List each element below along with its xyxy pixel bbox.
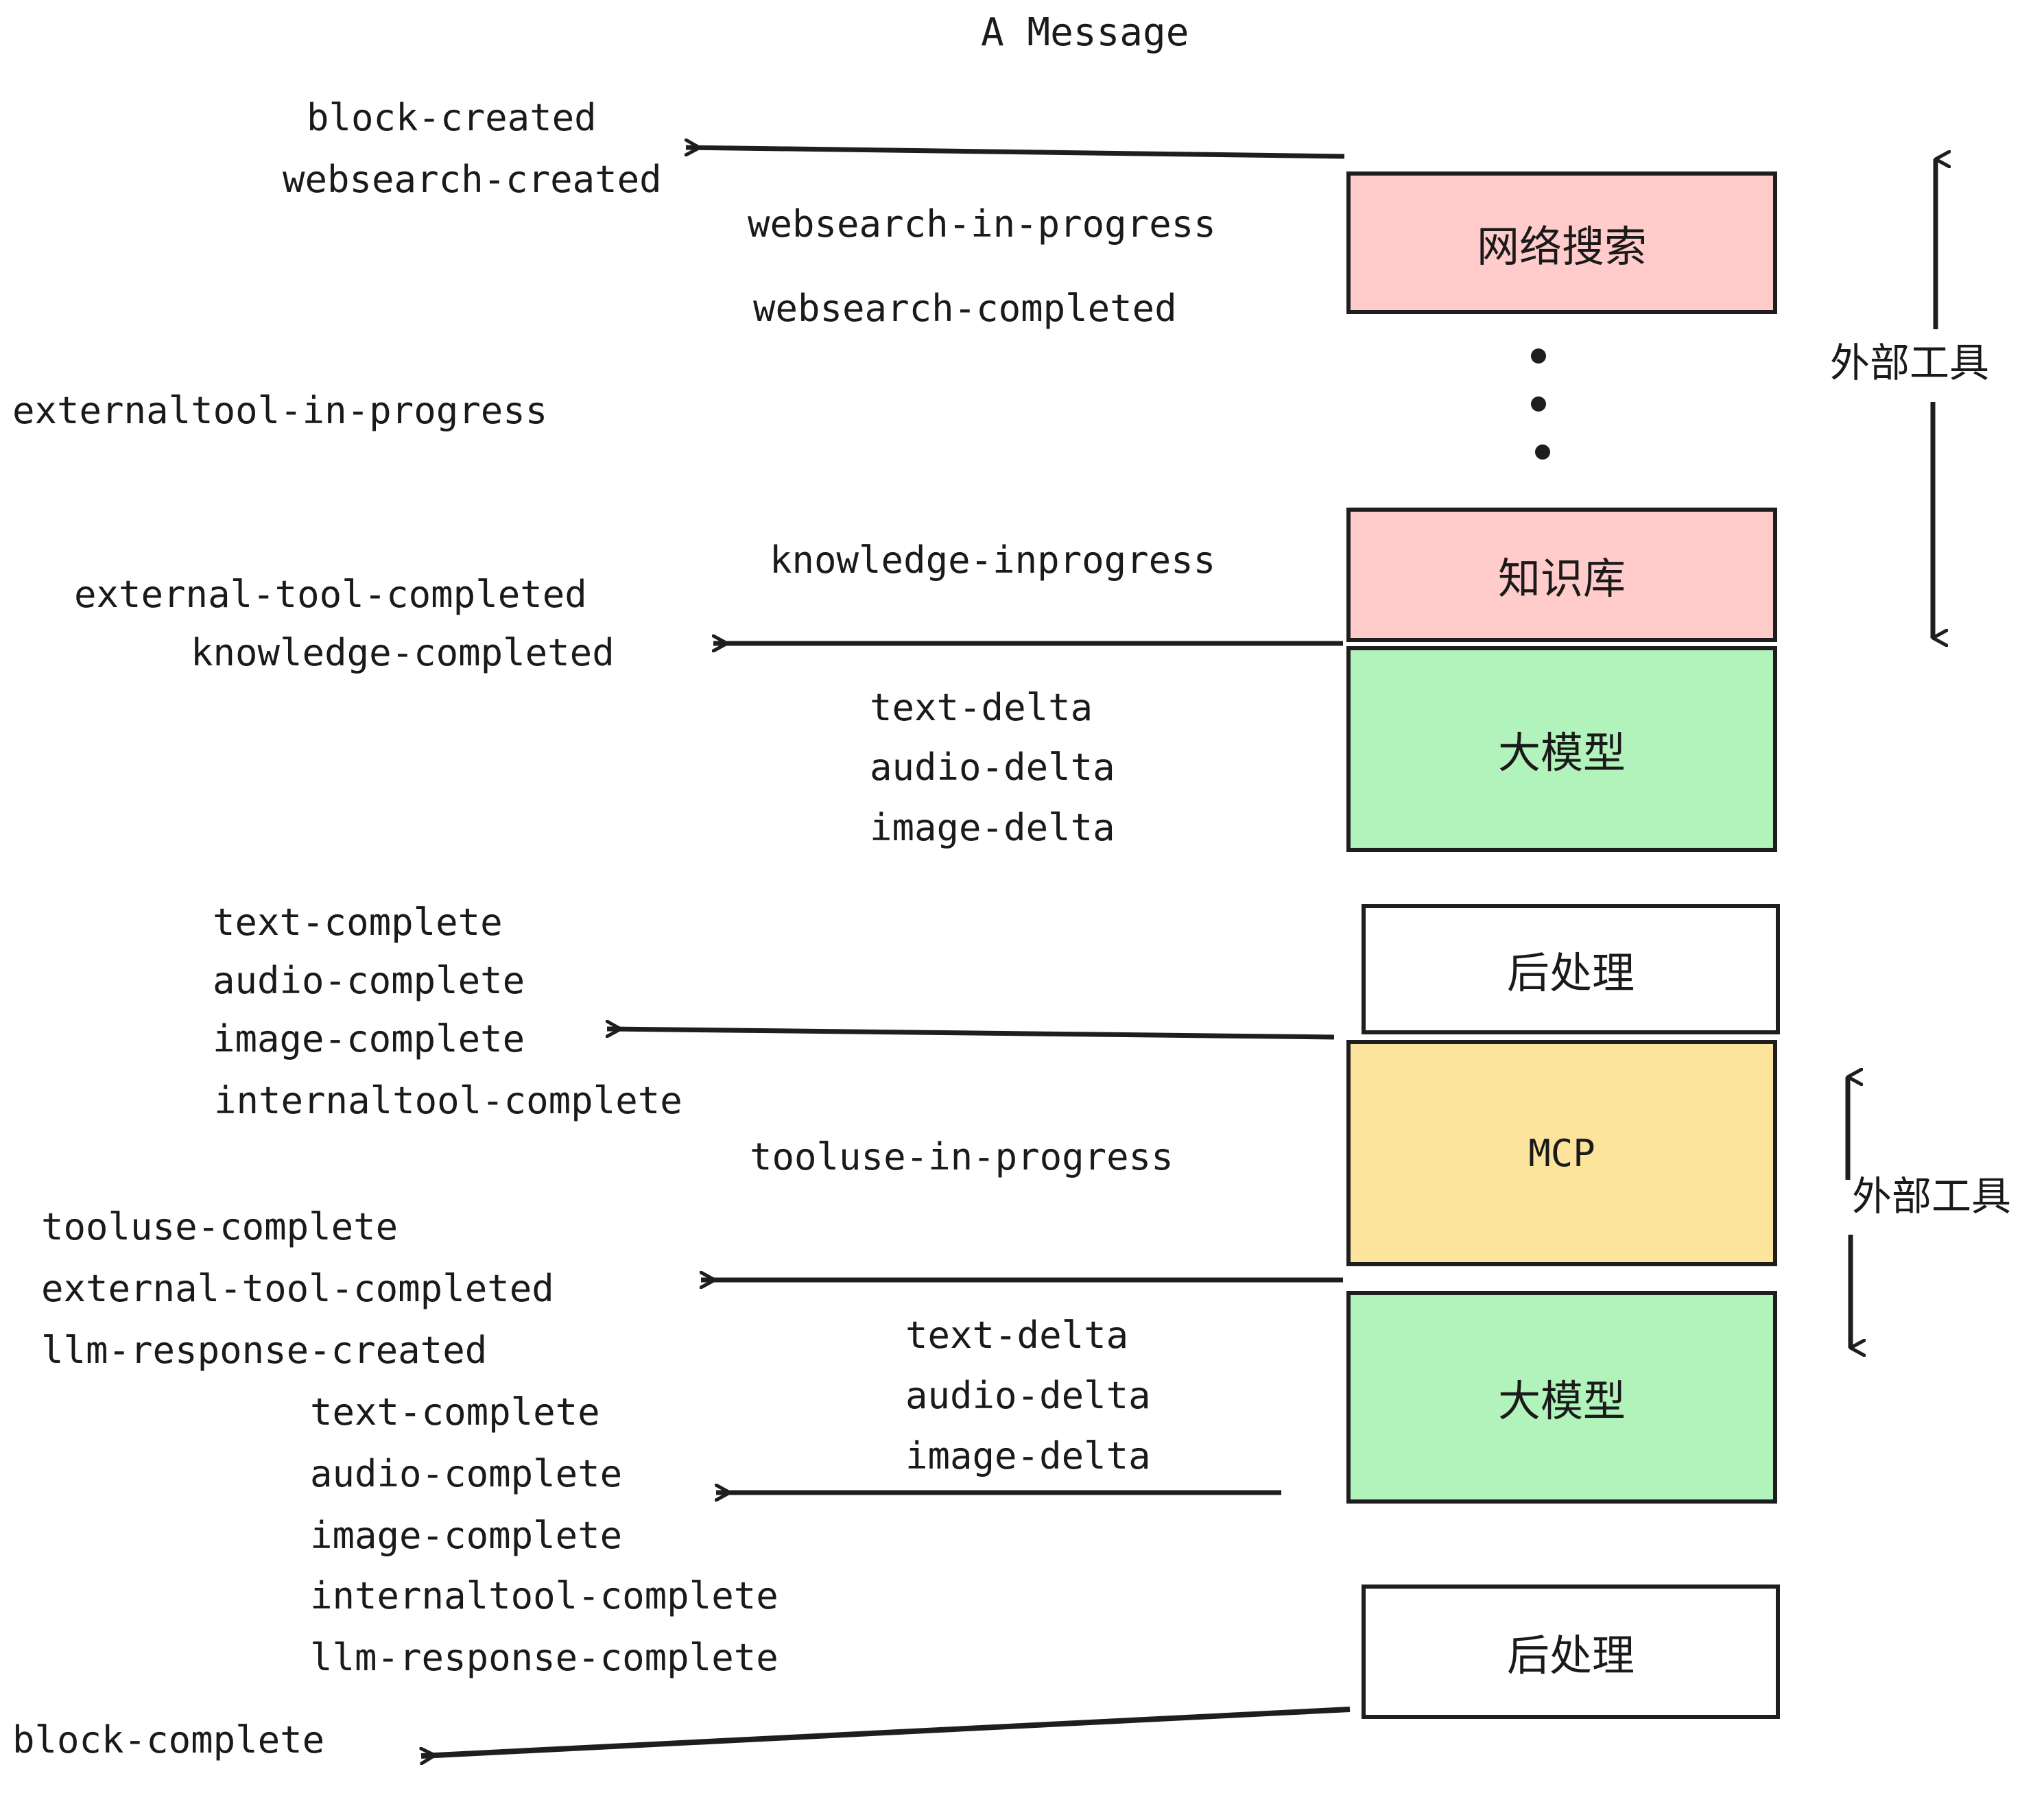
arrow-image-complete bbox=[607, 1029, 1335, 1040]
event-text-complete-2: text-complete bbox=[310, 1390, 600, 1434]
node-postprocess-1: 后处理 bbox=[1362, 904, 1780, 1034]
node-llm-2: 大模型 bbox=[1346, 1291, 1777, 1504]
node-websearch: 网络搜索 bbox=[1346, 171, 1777, 314]
ellipsis-dot-2 bbox=[1531, 396, 1546, 412]
event-audio-complete-1: audio-complete bbox=[213, 959, 525, 1002]
event-audio-delta-1: audio-delta bbox=[870, 746, 1115, 789]
event-websearch-created: websearch-created bbox=[283, 158, 662, 201]
ellipsis-dot-1 bbox=[1531, 348, 1546, 364]
event-external-tool-completed-2: external-tool-completed bbox=[41, 1267, 554, 1310]
event-websearch-completed: websearch-completed bbox=[753, 287, 1177, 330]
event-text-delta-1: text-delta bbox=[870, 686, 1093, 729]
node-knowledge-base: 知识库 bbox=[1346, 508, 1777, 642]
node-postprocess-2: 后处理 bbox=[1362, 1585, 1780, 1719]
event-externaltool-in-progress: externaltool-in-progress bbox=[12, 389, 548, 432]
event-llm-response-complete: llm-response-complete bbox=[310, 1636, 779, 1679]
event-audio-delta-2: audio-delta bbox=[905, 1374, 1151, 1417]
event-internaltool-complete-2: internaltool-complete bbox=[310, 1574, 779, 1617]
event-audio-complete-2: audio-complete bbox=[310, 1452, 623, 1495]
event-text-delta-2: text-delta bbox=[905, 1314, 1129, 1357]
event-image-delta-2: image-delta bbox=[905, 1434, 1151, 1477]
event-internaltool-complete-1: internaltool-complete bbox=[214, 1079, 682, 1122]
event-websearch-in-progress: websearch-in-progress bbox=[748, 202, 1216, 246]
event-knowledge-completed: knowledge-completed bbox=[191, 631, 615, 674]
event-tooluse-in-progress: tooluse-in-progress bbox=[750, 1135, 1174, 1178]
event-image-complete-1: image-complete bbox=[213, 1017, 525, 1060]
event-llm-response-created: llm-response-created bbox=[41, 1329, 488, 1372]
group-label-external-tools-bottom: 外部工具 bbox=[1852, 1173, 2012, 1220]
event-block-created: block-created bbox=[307, 96, 597, 139]
event-tooluse-complete: tooluse-complete bbox=[41, 1205, 399, 1248]
arrow-block-created bbox=[686, 147, 1345, 159]
ellipsis-dot-3 bbox=[1535, 444, 1550, 460]
event-image-complete-2: image-complete bbox=[310, 1514, 623, 1557]
node-mcp: MCP bbox=[1346, 1040, 1777, 1266]
diagram-title: A Message bbox=[981, 10, 1189, 55]
event-image-delta-1: image-delta bbox=[870, 806, 1115, 849]
event-block-complete: block-complete bbox=[12, 1718, 325, 1761]
node-llm-1: 大模型 bbox=[1346, 646, 1777, 852]
group-label-external-tools-top: 外部工具 bbox=[1830, 340, 1990, 386]
arrow-block-complete bbox=[421, 1707, 1351, 1756]
event-knowledge-inprogress: knowledge-inprogress bbox=[770, 538, 1216, 582]
event-external-tool-completed-1: external-tool-completed bbox=[74, 573, 587, 616]
event-text-complete-1: text-complete bbox=[213, 901, 503, 944]
